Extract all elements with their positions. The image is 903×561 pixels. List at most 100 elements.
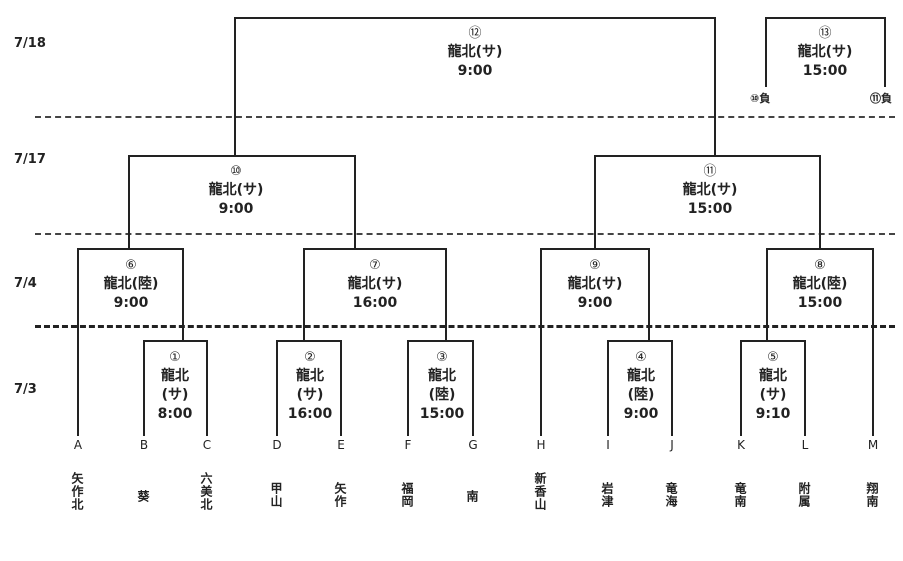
team-code: I (606, 438, 610, 452)
match-13-left-line (765, 17, 767, 87)
match-2-left-line (276, 340, 278, 436)
match-10-top-line (128, 155, 356, 157)
match-10-number: ⑩ (230, 164, 242, 179)
match-11-number: ⑪ (703, 164, 717, 179)
date-label-7-3: 7/3 (14, 382, 37, 397)
team-school-name: 六美北 (199, 472, 213, 511)
match-12-right-line (714, 17, 716, 155)
match-1-label: ① 龍北 (サ) 8:00 (145, 348, 205, 424)
match-5-left-line (740, 340, 742, 436)
match-4-left-line (607, 340, 609, 436)
match-12-top-line (234, 17, 716, 19)
match-2-time: 16:00 (287, 406, 333, 422)
team-code: L (801, 438, 809, 452)
team-school-name: 岩津 (600, 482, 614, 508)
match-6-right-line (182, 248, 184, 340)
match-13-time: 15:00 (802, 63, 848, 79)
match-8-left-line (766, 248, 768, 340)
match-13-top-line (765, 17, 886, 19)
match-6-left-line (77, 248, 79, 436)
match-8-time: 15:00 (797, 295, 843, 311)
match-7-right-line (445, 248, 447, 340)
match-10-venue: 龍北(サ) (208, 182, 264, 198)
match-10-right-line (354, 155, 356, 248)
team-code: B (139, 438, 149, 452)
team-school-name: 福岡 (400, 482, 414, 508)
match-5-right-line (804, 340, 806, 436)
match-1-venue: 龍北 (161, 368, 189, 384)
match-1-top-line (143, 340, 208, 342)
match-2-venue: 龍北 (296, 368, 324, 384)
team-school-name: 矢作 (333, 482, 347, 508)
team-code: E (337, 438, 345, 452)
match-3-court: (陸) (428, 387, 456, 403)
match-5-venue: 龍北 (759, 368, 787, 384)
match-8-venue: 龍北(陸) (792, 276, 848, 292)
team-school-name: 矢作北 (70, 472, 84, 511)
match-11-label: ⑪ 龍北(サ) 15:00 (660, 162, 760, 219)
match-11-top-line (594, 155, 821, 157)
match-10-time: 9:00 (218, 201, 254, 217)
match-4-label: ④ 龍北 (陸) 9:00 (605, 348, 677, 424)
match-8-number: ⑧ (814, 258, 826, 273)
match-12-venue: 龍北(サ) (447, 44, 503, 60)
match-3-number: ③ (436, 350, 448, 365)
match-13-right-loser-label: ⑪負 (870, 92, 892, 105)
match-9-venue: 龍北(サ) (567, 276, 623, 292)
separator-7-17 (35, 233, 895, 235)
match-6-top-line (77, 248, 184, 250)
match-6-venue: 龍北(陸) (103, 276, 159, 292)
match-1-time: 8:00 (157, 406, 193, 422)
match-5-label: ⑤ 龍北 (サ) 9:10 (740, 348, 806, 424)
match-9-top-line (540, 248, 650, 250)
match-11-venue: 龍北(サ) (682, 182, 738, 198)
team-school-name: 竜海 (664, 482, 678, 508)
match-2-top-line (276, 340, 342, 342)
match-12-left-line (234, 17, 236, 155)
team-code: J (670, 438, 674, 452)
team-school-name: 甲山 (269, 482, 283, 508)
match-4-venue: 龍北 (627, 368, 655, 384)
match-9-left-line (540, 248, 542, 436)
team-school-name: 南 (465, 490, 479, 503)
match-3-top-line (407, 340, 474, 342)
match-11-right-line (819, 155, 821, 248)
match-13-venue: 龍北(サ) (797, 44, 853, 60)
match-4-time: 9:00 (623, 406, 659, 422)
team-code: M (867, 438, 879, 452)
team-code: A (73, 438, 83, 452)
match-5-number: ⑤ (767, 350, 779, 365)
match-7-time: 16:00 (352, 295, 398, 311)
match-9-label: ⑨ 龍北(サ) 9:00 (548, 256, 642, 313)
team-school-name: 新香山 (533, 472, 547, 511)
match-6-label: ⑥ 龍北(陸) 9:00 (86, 256, 176, 313)
match-3-label: ③ 龍北 (陸) 15:00 (406, 348, 478, 424)
match-11-left-line (594, 155, 596, 248)
team-code: D (272, 438, 282, 452)
match-7-top-line (303, 248, 447, 250)
date-label-7-4: 7/4 (14, 276, 37, 291)
match-1-number: ① (169, 350, 181, 365)
match-5-time: 9:10 (755, 406, 791, 422)
team-school-name: 竜南 (733, 482, 747, 508)
match-12-label: ⑫ 龍北(サ) 9:00 (425, 24, 525, 81)
match-7-label: ⑦ 龍北(サ) 16:00 (326, 256, 424, 313)
match-6-number: ⑥ (125, 258, 137, 273)
date-label-7-18: 7/18 (14, 36, 46, 51)
match-5-top-line (740, 340, 806, 342)
match-11-time: 15:00 (687, 201, 733, 217)
match-2-court: (サ) (296, 387, 324, 403)
team-code: K (737, 438, 745, 452)
separator-7-4 (35, 325, 895, 328)
date-label-7-17: 7/17 (14, 152, 46, 167)
match-6-time: 9:00 (113, 295, 149, 311)
match-13-right-line (884, 17, 886, 87)
match-1-right-line (206, 340, 208, 436)
team-code: H (536, 438, 546, 452)
separator-7-18 (35, 116, 895, 118)
match-7-left-line (303, 248, 305, 340)
match-2-number: ② (304, 350, 316, 365)
match-4-right-line (671, 340, 673, 436)
match-7-number: ⑦ (369, 258, 381, 273)
